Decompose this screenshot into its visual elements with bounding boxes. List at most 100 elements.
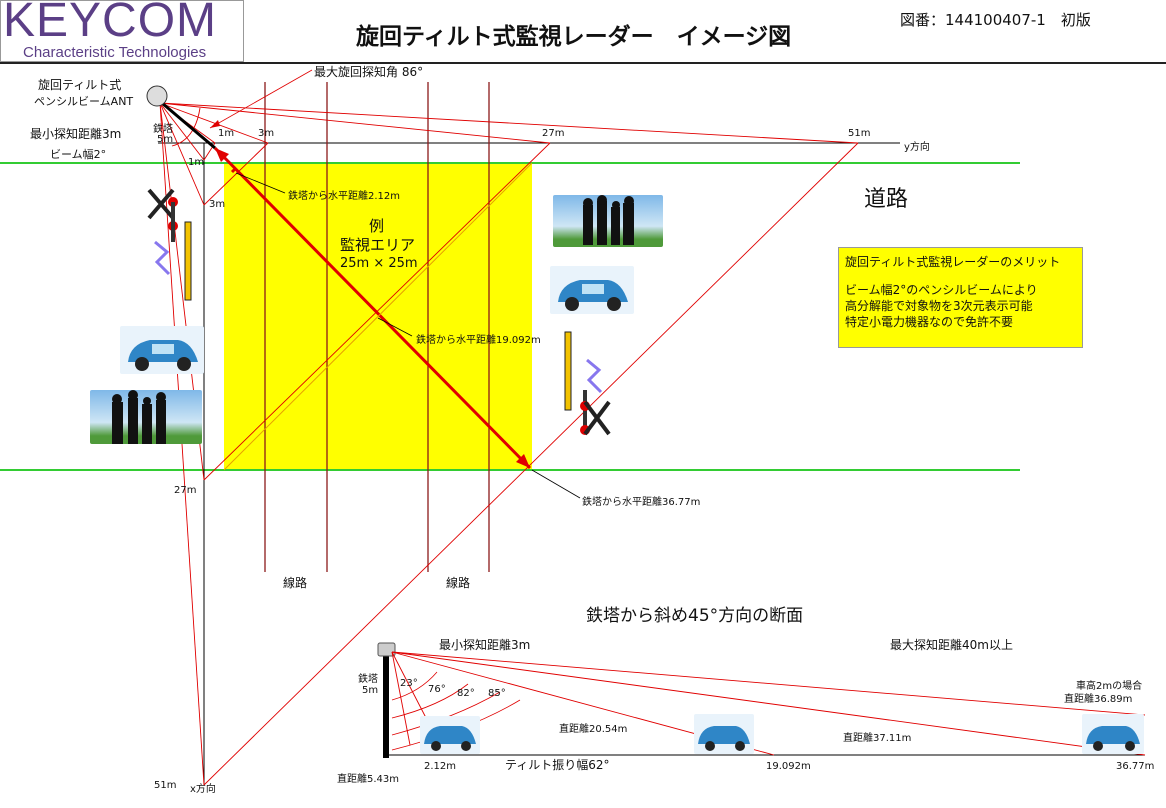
section-title: 鉄塔から斜め45°方向の断面 bbox=[586, 606, 804, 626]
people-icon bbox=[583, 195, 634, 245]
beam-ray bbox=[203, 142, 269, 206]
logo-subtitle: Characteristic Technologies bbox=[23, 44, 207, 61]
diagonal-arrow-head-mid bbox=[230, 166, 238, 174]
railway-label-2: 線路 bbox=[446, 576, 471, 590]
railway-crossing-image bbox=[145, 182, 205, 302]
antenna-label-line2: ペンシルビームANT bbox=[34, 95, 134, 108]
people-silhouette-image bbox=[553, 195, 663, 247]
section-ray bbox=[391, 651, 411, 746]
y-tick-27m: 27m bbox=[542, 128, 565, 139]
section-tower-label: 鉄塔 bbox=[358, 674, 378, 685]
section-angle-76: 76° bbox=[428, 684, 446, 695]
section-tower bbox=[383, 655, 389, 758]
leader-mid bbox=[377, 317, 413, 337]
logo-word: KEYCOM bbox=[3, 0, 218, 47]
people-silhouette-image bbox=[90, 390, 202, 444]
antenna-icon bbox=[146, 85, 168, 107]
area-diagonal bbox=[223, 162, 533, 471]
rotation-angle-arc bbox=[171, 107, 201, 147]
railway-crossing-image bbox=[553, 330, 613, 450]
area-label-size: 25m × 25m bbox=[340, 256, 418, 271]
x-tick-1m: 1m bbox=[188, 157, 205, 168]
section-tilt-range: ティルト振り幅62° bbox=[505, 758, 610, 772]
x-tick-27m: 27m bbox=[174, 485, 197, 496]
car-image bbox=[550, 266, 634, 314]
tower-label: 鉄塔 bbox=[153, 124, 173, 135]
section-ground-tick-2: 19.092m bbox=[766, 761, 811, 772]
car-icon bbox=[558, 280, 628, 311]
railway-label-1: 線路 bbox=[283, 576, 308, 590]
y-tick-3m: 3m bbox=[258, 128, 275, 139]
company-logo: KEYCOM Characteristic Technologies bbox=[0, 0, 244, 62]
beam-ray bbox=[203, 142, 859, 786]
diagonal-arrow-head-far bbox=[516, 454, 530, 468]
section-angle-23: 23° bbox=[400, 678, 418, 689]
diagonal-arrow-head-near bbox=[215, 148, 229, 162]
beam-fan bbox=[159, 102, 859, 786]
section-car-height-distance: 直距離36.89m bbox=[1064, 694, 1133, 705]
section-direct-distance-2: 直距離20.54m bbox=[559, 724, 628, 735]
section-angle-82: 82° bbox=[457, 688, 475, 699]
section-antenna-icon bbox=[377, 642, 396, 657]
drawing-number: 図番：144100407-1 初版 bbox=[900, 11, 1091, 29]
people-icon bbox=[112, 390, 166, 444]
section-tower-height: 5m bbox=[362, 685, 379, 696]
section-ray bbox=[391, 651, 1146, 756]
merit-line-1: ビーム幅2°のペンシルビームにより bbox=[845, 283, 1038, 297]
beam-ray bbox=[159, 102, 269, 144]
x-direction-label: x方向 bbox=[190, 784, 216, 795]
beam-width-label: ビーム幅2° bbox=[50, 148, 107, 161]
min-range-label: 最小探知距離3m bbox=[30, 127, 122, 141]
y-tick-51m: 51m bbox=[848, 128, 871, 139]
diagonal-distance-line bbox=[213, 146, 532, 470]
area-label-title: 監視エリア bbox=[340, 236, 416, 254]
section-beams bbox=[391, 651, 1146, 756]
car-icon bbox=[1086, 726, 1140, 751]
railway-crossing-icon bbox=[564, 331, 611, 436]
merit-title: 旋回ティルト式監視レーダーのメリット bbox=[845, 255, 1061, 269]
beam-ray bbox=[159, 102, 205, 206]
car-icon bbox=[128, 340, 198, 371]
beam-ray bbox=[159, 102, 205, 786]
section-ground-tick-1: 2.12m bbox=[424, 761, 457, 772]
section-car-height-note: 車高2mの場合 bbox=[1076, 681, 1143, 692]
section-car-image bbox=[694, 714, 754, 754]
beam-ray bbox=[159, 102, 551, 144]
leader-max-angle-head bbox=[210, 120, 220, 128]
y-direction-label: y方向 bbox=[904, 142, 930, 153]
leader-near bbox=[235, 172, 286, 194]
merit-line-2: 高分解能で対象物を3次元表示可能 bbox=[845, 299, 1033, 313]
x-tick-51m: 51m bbox=[154, 780, 177, 791]
leader-max-angle bbox=[209, 69, 313, 129]
merit-box: 旋回ティルト式監視レーダーのメリット ビーム幅2°のペンシルビームにより 高分解… bbox=[838, 247, 1083, 348]
car-icon bbox=[698, 726, 750, 751]
road-label: 道路 bbox=[864, 187, 909, 212]
section-min-range: 最小探知距離3m bbox=[439, 638, 531, 652]
section-direct-distance-1: 直距離5.43m bbox=[337, 774, 400, 785]
area-label-example: 例 bbox=[369, 217, 385, 235]
leader-far bbox=[531, 469, 581, 499]
distance-mid-label: 鉄塔から水平距離19.092m bbox=[416, 335, 541, 346]
railway-lines bbox=[264, 82, 490, 572]
beam-ray bbox=[159, 102, 205, 161]
distance-far-label: 鉄塔から水平距離36.77m bbox=[582, 497, 701, 508]
section-ray bbox=[391, 651, 1146, 716]
antenna-label-line1: 旋回ティルト式 bbox=[38, 78, 122, 92]
section-direct-distance-3: 直距離37.11m bbox=[843, 733, 912, 744]
header-divider bbox=[0, 62, 1166, 64]
section-max-range: 最大探知距離40m以上 bbox=[890, 638, 1013, 652]
tower-height-label: 5m bbox=[157, 134, 174, 145]
y-tick-1m: 1m bbox=[218, 128, 235, 139]
railway-crossing-icon bbox=[147, 188, 192, 301]
car-image bbox=[120, 326, 204, 374]
max-angle-label: 最大旋回探知角 86° bbox=[314, 65, 424, 79]
distance-near-label: 鉄塔から水平距離2.12m bbox=[288, 191, 401, 202]
x-tick-3m: 3m bbox=[209, 199, 226, 210]
section-car-image bbox=[1082, 714, 1144, 754]
section-car-image bbox=[420, 716, 480, 754]
section-angle-85: 85° bbox=[488, 688, 506, 699]
car-icon bbox=[424, 726, 476, 751]
page-title: 旋回ティルト式監視レーダー イメージ図 bbox=[356, 24, 792, 50]
beam-ray bbox=[159, 102, 859, 144]
